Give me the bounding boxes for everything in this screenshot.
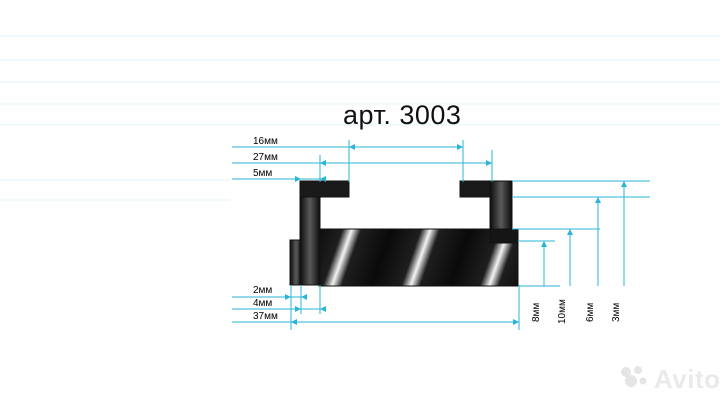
dim-label-16mm: 16мм — [253, 136, 278, 147]
dim-label-27mm: 27мм — [253, 152, 278, 163]
dim-label-6mm: 6мм — [585, 302, 596, 322]
dim-label-8mm: 8мм — [531, 302, 542, 322]
profile-shape — [289, 180, 519, 287]
dim-label-37mm: 37мм — [253, 311, 278, 322]
article-title: арт. 3003 — [343, 100, 462, 130]
dim-label-3mm: 3мм — [611, 302, 622, 322]
dimension-arrows — [285, 144, 627, 325]
watermark: Avito — [612, 364, 720, 395]
background-guides — [0, 35, 720, 201]
avito-logo-icon — [621, 366, 647, 387]
dim-label-10mm: 10мм — [557, 299, 568, 324]
watermark-text: Avito — [654, 364, 720, 394]
dim-label-4mm: 4мм — [253, 298, 273, 309]
dim-label-2mm: 2мм — [253, 285, 273, 296]
dim-label-5mm: 5мм — [253, 168, 273, 179]
dimension-lines — [232, 140, 650, 330]
